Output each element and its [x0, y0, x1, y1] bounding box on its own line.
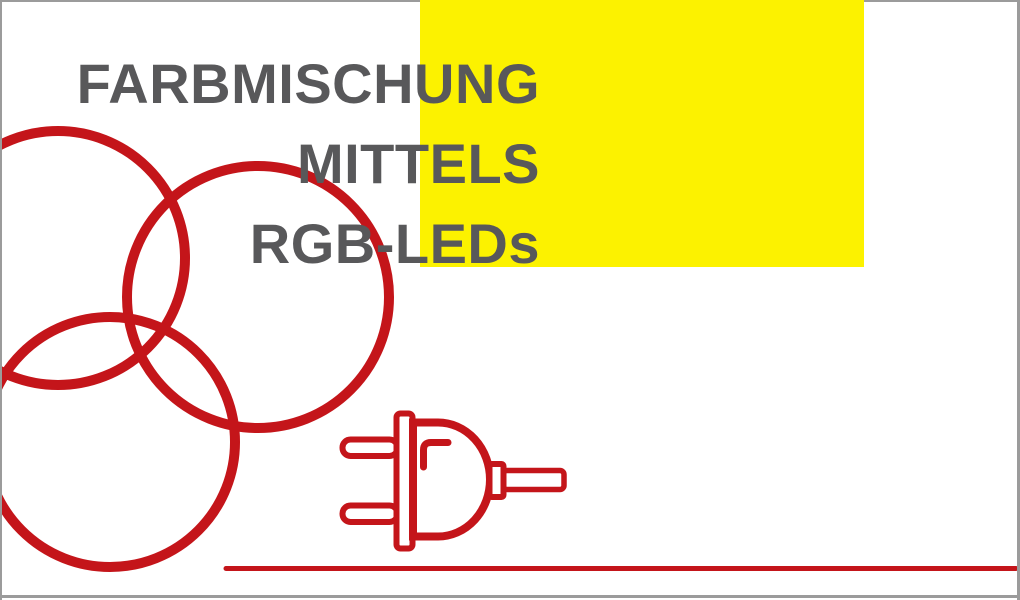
power-plug-icon	[339, 410, 567, 552]
slide-border-left	[0, 0, 2, 600]
circle-bottom-left	[0, 312, 240, 572]
circle-middle-right	[122, 161, 394, 433]
circle-top-left	[0, 126, 190, 390]
venn-circles-icon	[0, 126, 394, 572]
slide-title: FARBMISCHUNG MITTELS RGB-LEDs	[0, 44, 540, 284]
plug-prong-top	[339, 436, 401, 459]
plug-strain-relief	[486, 461, 507, 500]
title-line-2: MITTELS	[296, 132, 540, 195]
plug-cable	[500, 467, 567, 493]
slide-border-bottom	[0, 595, 1020, 598]
yellow-accent-rectangle	[420, 0, 864, 267]
title-line-1: FARBMISCHUNG	[76, 52, 540, 115]
plug-prong-bottom	[339, 502, 401, 525]
plug-highlight-mark	[420, 439, 452, 471]
plug-body	[409, 418, 494, 541]
title-line-3: RGB-LEDs	[249, 212, 540, 275]
slide-border-right	[1017, 0, 1020, 600]
